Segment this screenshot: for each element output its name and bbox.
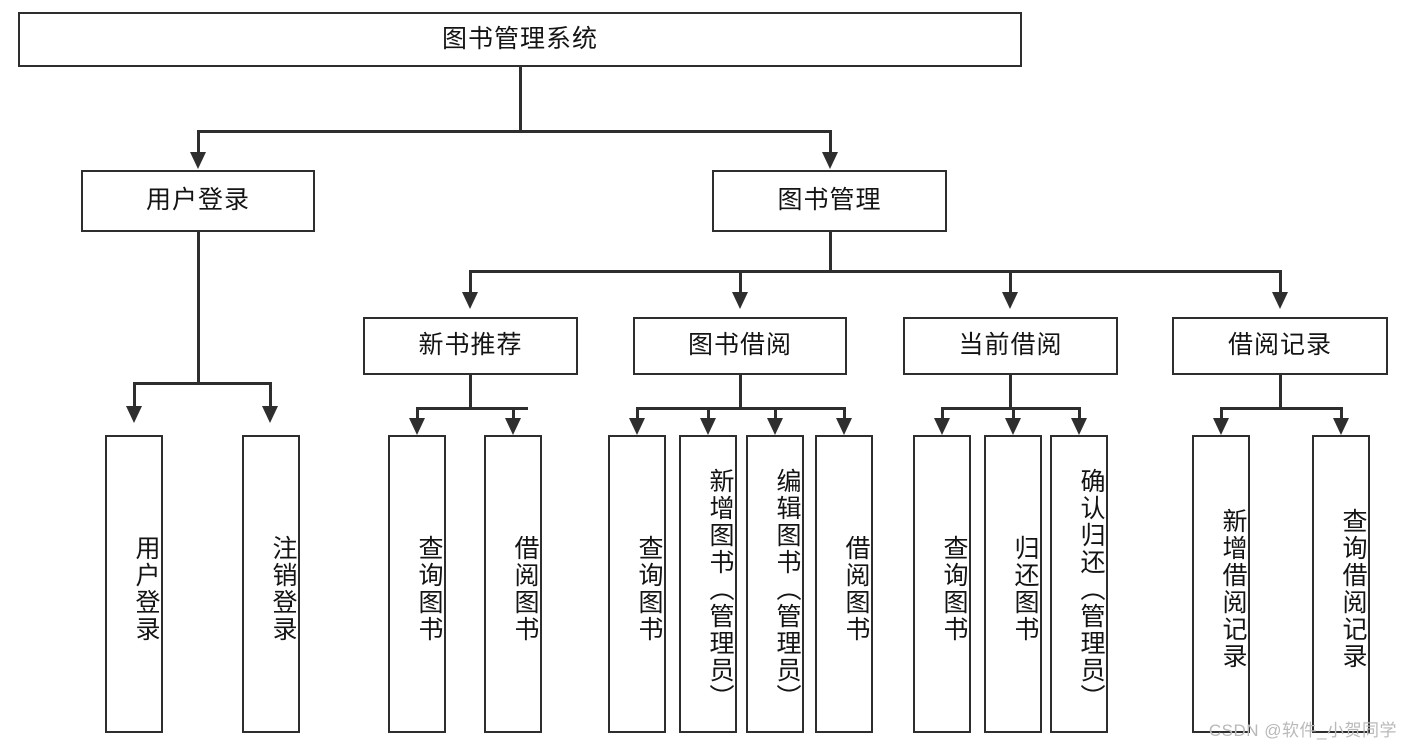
- edge-to-book-management: [829, 130, 832, 155]
- node-label: 编辑图书（管理员）: [773, 467, 801, 711]
- leaf-borrow-borrow-book[interactable]: 借阅图书: [815, 435, 873, 733]
- edge-user-login-leaf1: [133, 382, 136, 409]
- edge-root-stem: [519, 67, 522, 132]
- arrow-borrow-record-leaf1: [1213, 418, 1229, 435]
- edge-current-borrow-bus: [941, 407, 1078, 410]
- edge-book-borrow-leaf1: [636, 407, 639, 423]
- leaf-recommend-borrow-book[interactable]: 借阅图书: [484, 435, 542, 733]
- node-book-borrow[interactable]: 图书借阅: [633, 317, 847, 375]
- node-label: 新书推荐: [418, 331, 523, 360]
- edge-to-book-borrow: [739, 270, 742, 294]
- node-label: 当前借阅: [958, 331, 1063, 360]
- node-label: 借阅图书: [511, 535, 539, 643]
- node-label: 图书管理系统: [441, 24, 598, 53]
- edge-book-borrow-leaf3: [774, 407, 777, 423]
- node-label: 归还图书: [1011, 535, 1039, 643]
- arrow-new-book-recommend-leaf2: [505, 418, 521, 435]
- node-borrow-record[interactable]: 借阅记录: [1172, 317, 1388, 375]
- node-label: 图书借阅: [687, 331, 792, 360]
- edge-to-new-book-recommend: [469, 270, 472, 294]
- edge-new-book-recommend-stem: [469, 375, 472, 409]
- edge-borrow-record-leaf2: [1340, 407, 1343, 423]
- edge-book-management-stem: [829, 232, 832, 272]
- arrow-to-borrow-record: [1272, 292, 1288, 309]
- edge-book-borrow-leaf2: [707, 407, 710, 423]
- edge-user-login-leaf2: [269, 382, 272, 409]
- edge-to-borrow-record: [1279, 270, 1282, 294]
- node-new-book-recommend[interactable]: 新书推荐: [363, 317, 578, 375]
- edge-book-borrow-bus: [636, 407, 844, 410]
- edge-new-book-recommend-leaf1: [416, 407, 419, 423]
- arrow-book-borrow-leaf1: [629, 418, 645, 435]
- leaf-logout[interactable]: 注销登录: [242, 435, 300, 733]
- leaf-current-confirm-return-admin[interactable]: 确认归还（管理员）: [1050, 435, 1108, 733]
- edge-level3-bus: [469, 270, 1281, 273]
- edge-user-login-stem: [197, 232, 200, 384]
- node-label: 借阅记录: [1227, 331, 1332, 360]
- leaf-borrow-add-book-admin[interactable]: 新增图书（管理员）: [679, 435, 737, 733]
- leaf-record-query-borrow-record[interactable]: 查询借阅记录: [1312, 435, 1370, 733]
- arrow-book-borrow-leaf2: [700, 418, 716, 435]
- node-label: 新增借阅记录: [1219, 508, 1247, 670]
- edge-to-current-borrow: [1009, 270, 1012, 294]
- leaf-borrow-query-book[interactable]: 查询图书: [608, 435, 666, 733]
- arrow-to-new-book-recommend: [462, 292, 478, 309]
- edge-book-borrow-leaf4: [843, 407, 846, 423]
- leaf-borrow-edit-book-admin[interactable]: 编辑图书（管理员）: [746, 435, 804, 733]
- edge-to-user-login: [197, 130, 200, 155]
- csdn-watermark: CSDN @软件_小贺同学: [1208, 721, 1397, 740]
- arrow-user-login-leaf2: [262, 406, 278, 423]
- leaf-record-add-borrow-record[interactable]: 新增借阅记录: [1192, 435, 1250, 733]
- node-current-borrow[interactable]: 当前借阅: [903, 317, 1118, 375]
- arrow-book-borrow-leaf3: [767, 418, 783, 435]
- edge-borrow-record-bus: [1220, 407, 1341, 410]
- edge-current-borrow-stem: [1009, 375, 1012, 409]
- edge-current-borrow-leaf2: [1012, 407, 1015, 423]
- leaf-current-query-book[interactable]: 查询图书: [913, 435, 971, 733]
- edge-book-borrow-stem: [739, 375, 742, 409]
- edge-new-book-recommend-bus: [416, 407, 528, 410]
- node-label: 查询借阅记录: [1339, 508, 1367, 670]
- node-label: 用户登录: [145, 186, 250, 215]
- arrow-current-borrow-leaf3: [1071, 418, 1087, 435]
- node-label: 查询图书: [635, 535, 663, 643]
- node-label: 查询图书: [415, 535, 443, 643]
- edge-current-borrow-leaf1: [941, 407, 944, 423]
- arrow-current-borrow-leaf1: [934, 418, 950, 435]
- arrow-user-login-leaf1: [126, 406, 142, 423]
- leaf-current-return-book[interactable]: 归还图书: [984, 435, 1042, 733]
- edge-new-book-recommend-leaf2: [512, 407, 515, 423]
- node-label: 查询图书: [940, 535, 968, 643]
- leaf-recommend-query-book[interactable]: 查询图书: [388, 435, 446, 733]
- arrow-to-book-management: [822, 152, 838, 169]
- node-label: 确认归还（管理员）: [1077, 467, 1105, 711]
- node-label: 用户登录: [132, 535, 160, 643]
- edge-user-login-bus: [133, 382, 271, 385]
- arrow-current-borrow-leaf2: [1005, 418, 1021, 435]
- edge-current-borrow-leaf3: [1078, 407, 1081, 423]
- node-label: 借阅图书: [842, 535, 870, 643]
- node-label: 新增图书（管理员）: [706, 467, 734, 711]
- arrow-to-current-borrow: [1002, 292, 1018, 309]
- arrow-book-borrow-leaf4: [836, 418, 852, 435]
- leaf-user-login[interactable]: 用户登录: [105, 435, 163, 733]
- edge-borrow-record-stem: [1279, 375, 1282, 409]
- node-user-login[interactable]: 用户登录: [81, 170, 315, 232]
- edge-level2-bus: [197, 130, 831, 133]
- node-root-book-management-system[interactable]: 图书管理系统: [18, 12, 1022, 67]
- arrow-borrow-record-leaf2: [1333, 418, 1349, 435]
- node-label: 注销登录: [269, 535, 297, 643]
- arrow-to-book-borrow: [732, 292, 748, 309]
- edge-borrow-record-leaf1: [1220, 407, 1223, 423]
- arrow-new-book-recommend-leaf1: [409, 418, 425, 435]
- node-book-management[interactable]: 图书管理: [712, 170, 947, 232]
- node-label: 图书管理: [777, 186, 882, 215]
- arrow-to-user-login: [190, 152, 206, 169]
